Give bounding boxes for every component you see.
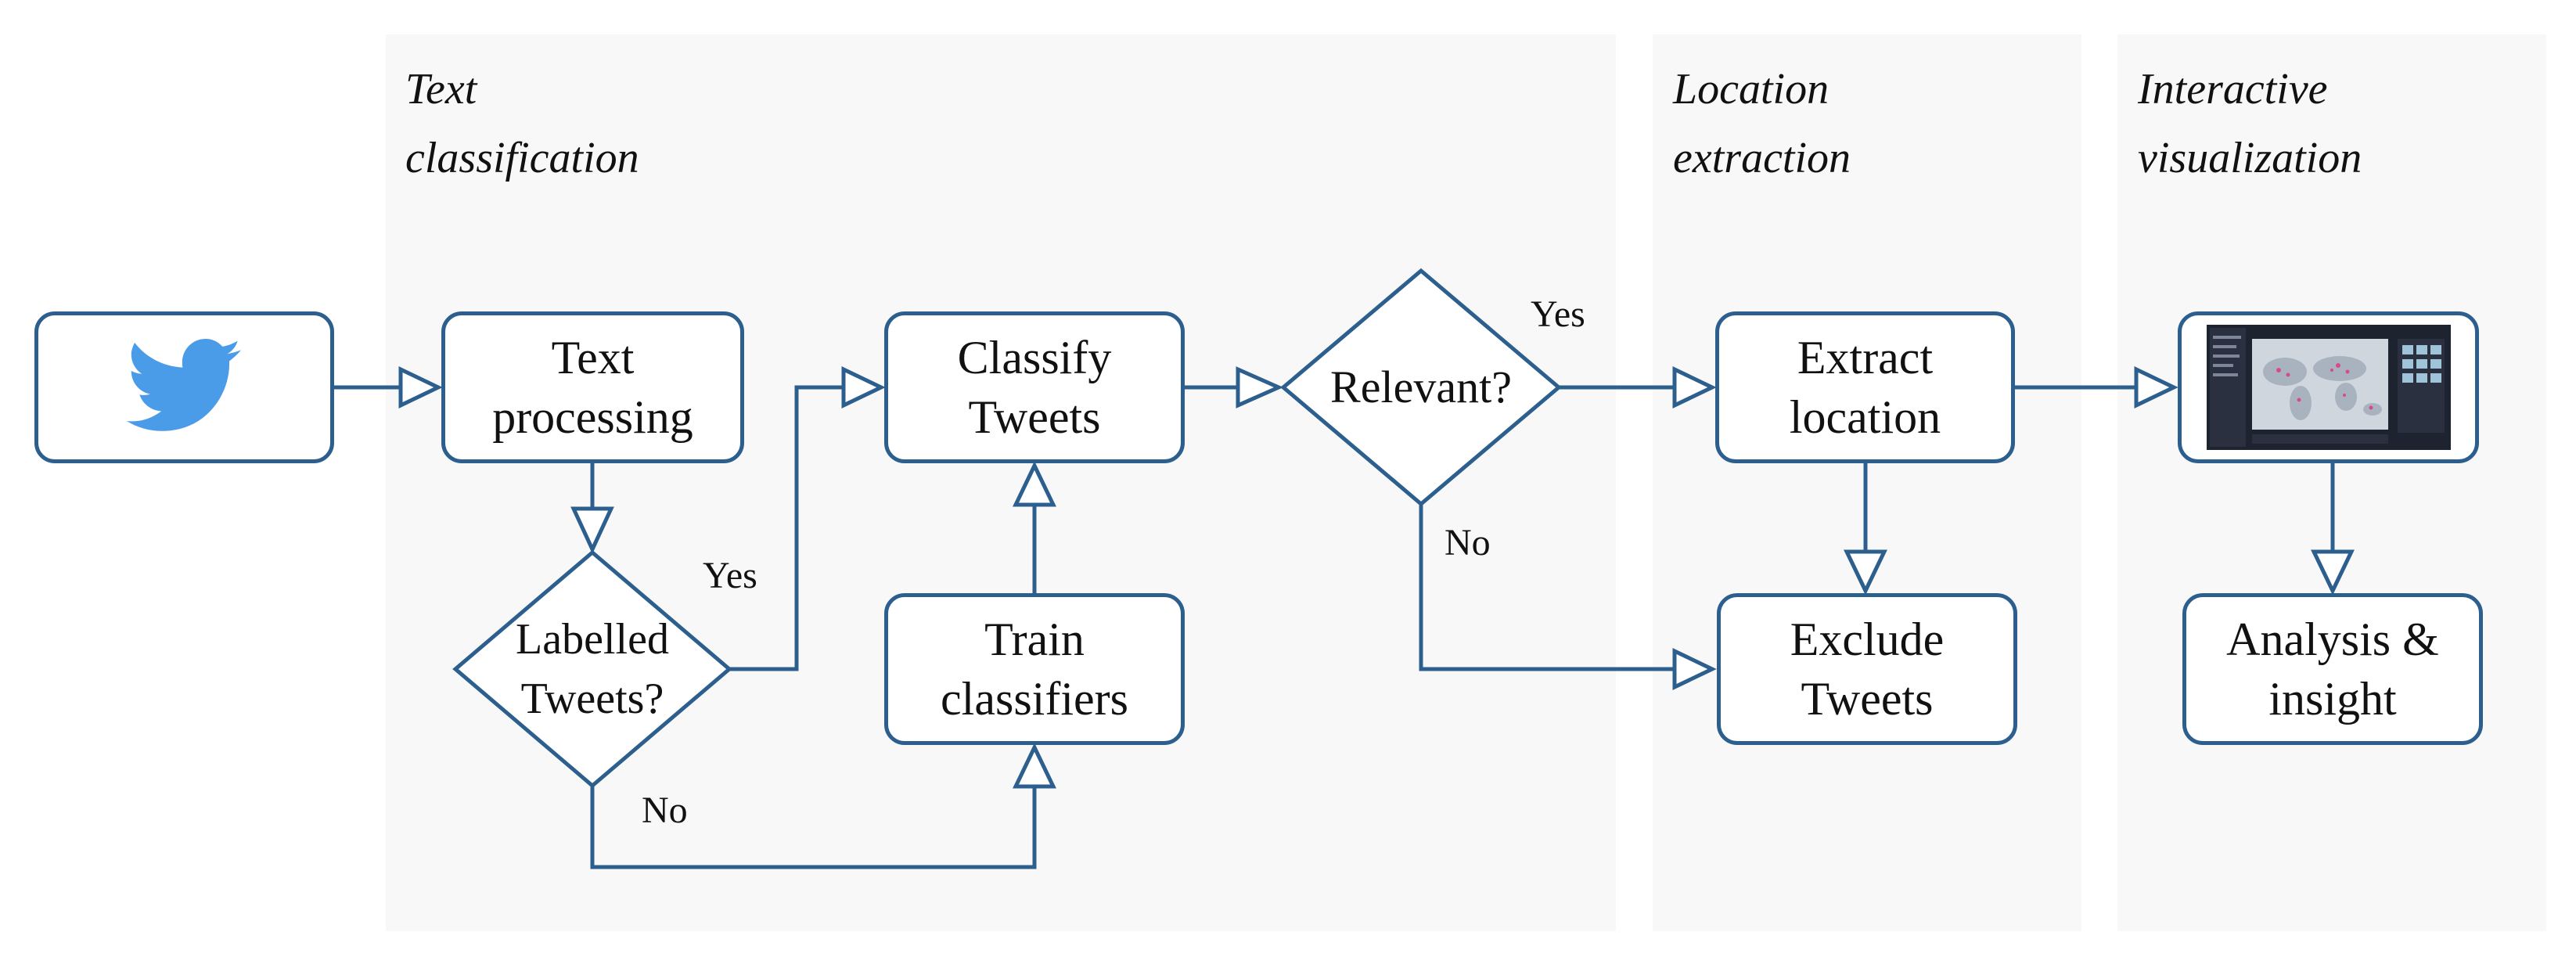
source-twitter-node — [34, 311, 334, 463]
node-label: Text processing — [492, 328, 693, 447]
title-line: extraction — [1673, 134, 1851, 182]
edge-label-relevant-no: No — [1445, 522, 1491, 563]
node-label-line: Exclude — [1790, 614, 1945, 665]
arrowhead — [841, 366, 886, 408]
decision-relevant: Relevant? — [1299, 356, 1543, 419]
arrowhead — [1013, 461, 1056, 507]
node-label: Exclude Tweets — [1790, 610, 1945, 729]
decision-label-line: Labelled — [516, 615, 669, 664]
arrowhead — [570, 506, 614, 554]
arrowhead — [2134, 366, 2178, 408]
panel-title-interactive-visualization: Interactive visualization — [2138, 55, 2362, 193]
arrowhead — [1672, 648, 1717, 690]
edge-label-labelled-no: No — [642, 790, 688, 831]
decision-label-line: Tweets? — [520, 675, 664, 723]
edge-labelled-no-to-train — [590, 786, 1037, 869]
title-line: visualization — [2138, 134, 2362, 182]
node-label: Classify Tweets — [958, 328, 1112, 447]
edge-labelled-yes-to-classify — [729, 385, 844, 671]
node-label: Analysis & insight — [2226, 610, 2439, 729]
edge-label-labelled-yes: Yes — [703, 555, 757, 596]
node-label-line: Tweets — [968, 391, 1101, 443]
decision-labelled-shape — [452, 549, 732, 789]
panel-title-location-extraction: Location extraction — [1673, 55, 1851, 193]
node-label-line: processing — [492, 391, 693, 443]
edge-relevant-no-to-exclude — [1419, 502, 1675, 671]
exclude-tweets-node: Exclude Tweets — [1717, 593, 2017, 745]
node-label-line: Text — [551, 332, 635, 383]
title-line: Location — [1673, 65, 1829, 113]
panel-title-text-classification: Text classification — [405, 55, 639, 193]
extract-location-node: Extract location — [1715, 311, 2015, 463]
node-label-line: Train — [984, 614, 1085, 665]
decision-label-line: Relevant? — [1330, 362, 1512, 412]
arrowhead — [1013, 743, 1056, 789]
node-label-line: Analysis & — [2226, 614, 2439, 665]
decision-relevant-shape — [1280, 268, 1562, 507]
map-dashboard-thumbnail-icon — [2206, 325, 2451, 450]
dashboard-node — [2178, 311, 2479, 463]
classify-tweets-node: Classify Tweets — [884, 311, 1185, 463]
node-label-line: Classify — [957, 332, 1112, 383]
train-classifiers-node: Train classifiers — [884, 593, 1185, 745]
node-label-line: insight — [2268, 673, 2397, 725]
node-label-line: Extract — [1797, 332, 1934, 383]
decision-labelled-tweets: Labelled Tweets? — [471, 606, 714, 732]
arrowhead — [2311, 549, 2355, 596]
node-label-line: location — [1789, 391, 1941, 443]
title-line: classification — [405, 134, 639, 182]
title-line: Text — [405, 65, 477, 113]
node-label: Train classifiers — [941, 610, 1128, 729]
node-label-line: Tweets — [1801, 673, 1934, 725]
title-line: Interactive — [2138, 65, 2328, 113]
node-label-line: classifiers — [941, 673, 1128, 725]
arrowhead — [398, 366, 443, 408]
arrowhead — [1236, 366, 1284, 408]
node-label: Extract location — [1790, 328, 1941, 447]
twitter-bird-icon — [126, 339, 241, 431]
arrowhead — [1844, 549, 1887, 596]
arrowhead — [1672, 366, 1717, 408]
edge-label-relevant-yes: Yes — [1531, 293, 1585, 335]
text-processing-node: Text processing — [441, 311, 744, 463]
analysis-insight-node: Analysis & insight — [2182, 593, 2483, 745]
